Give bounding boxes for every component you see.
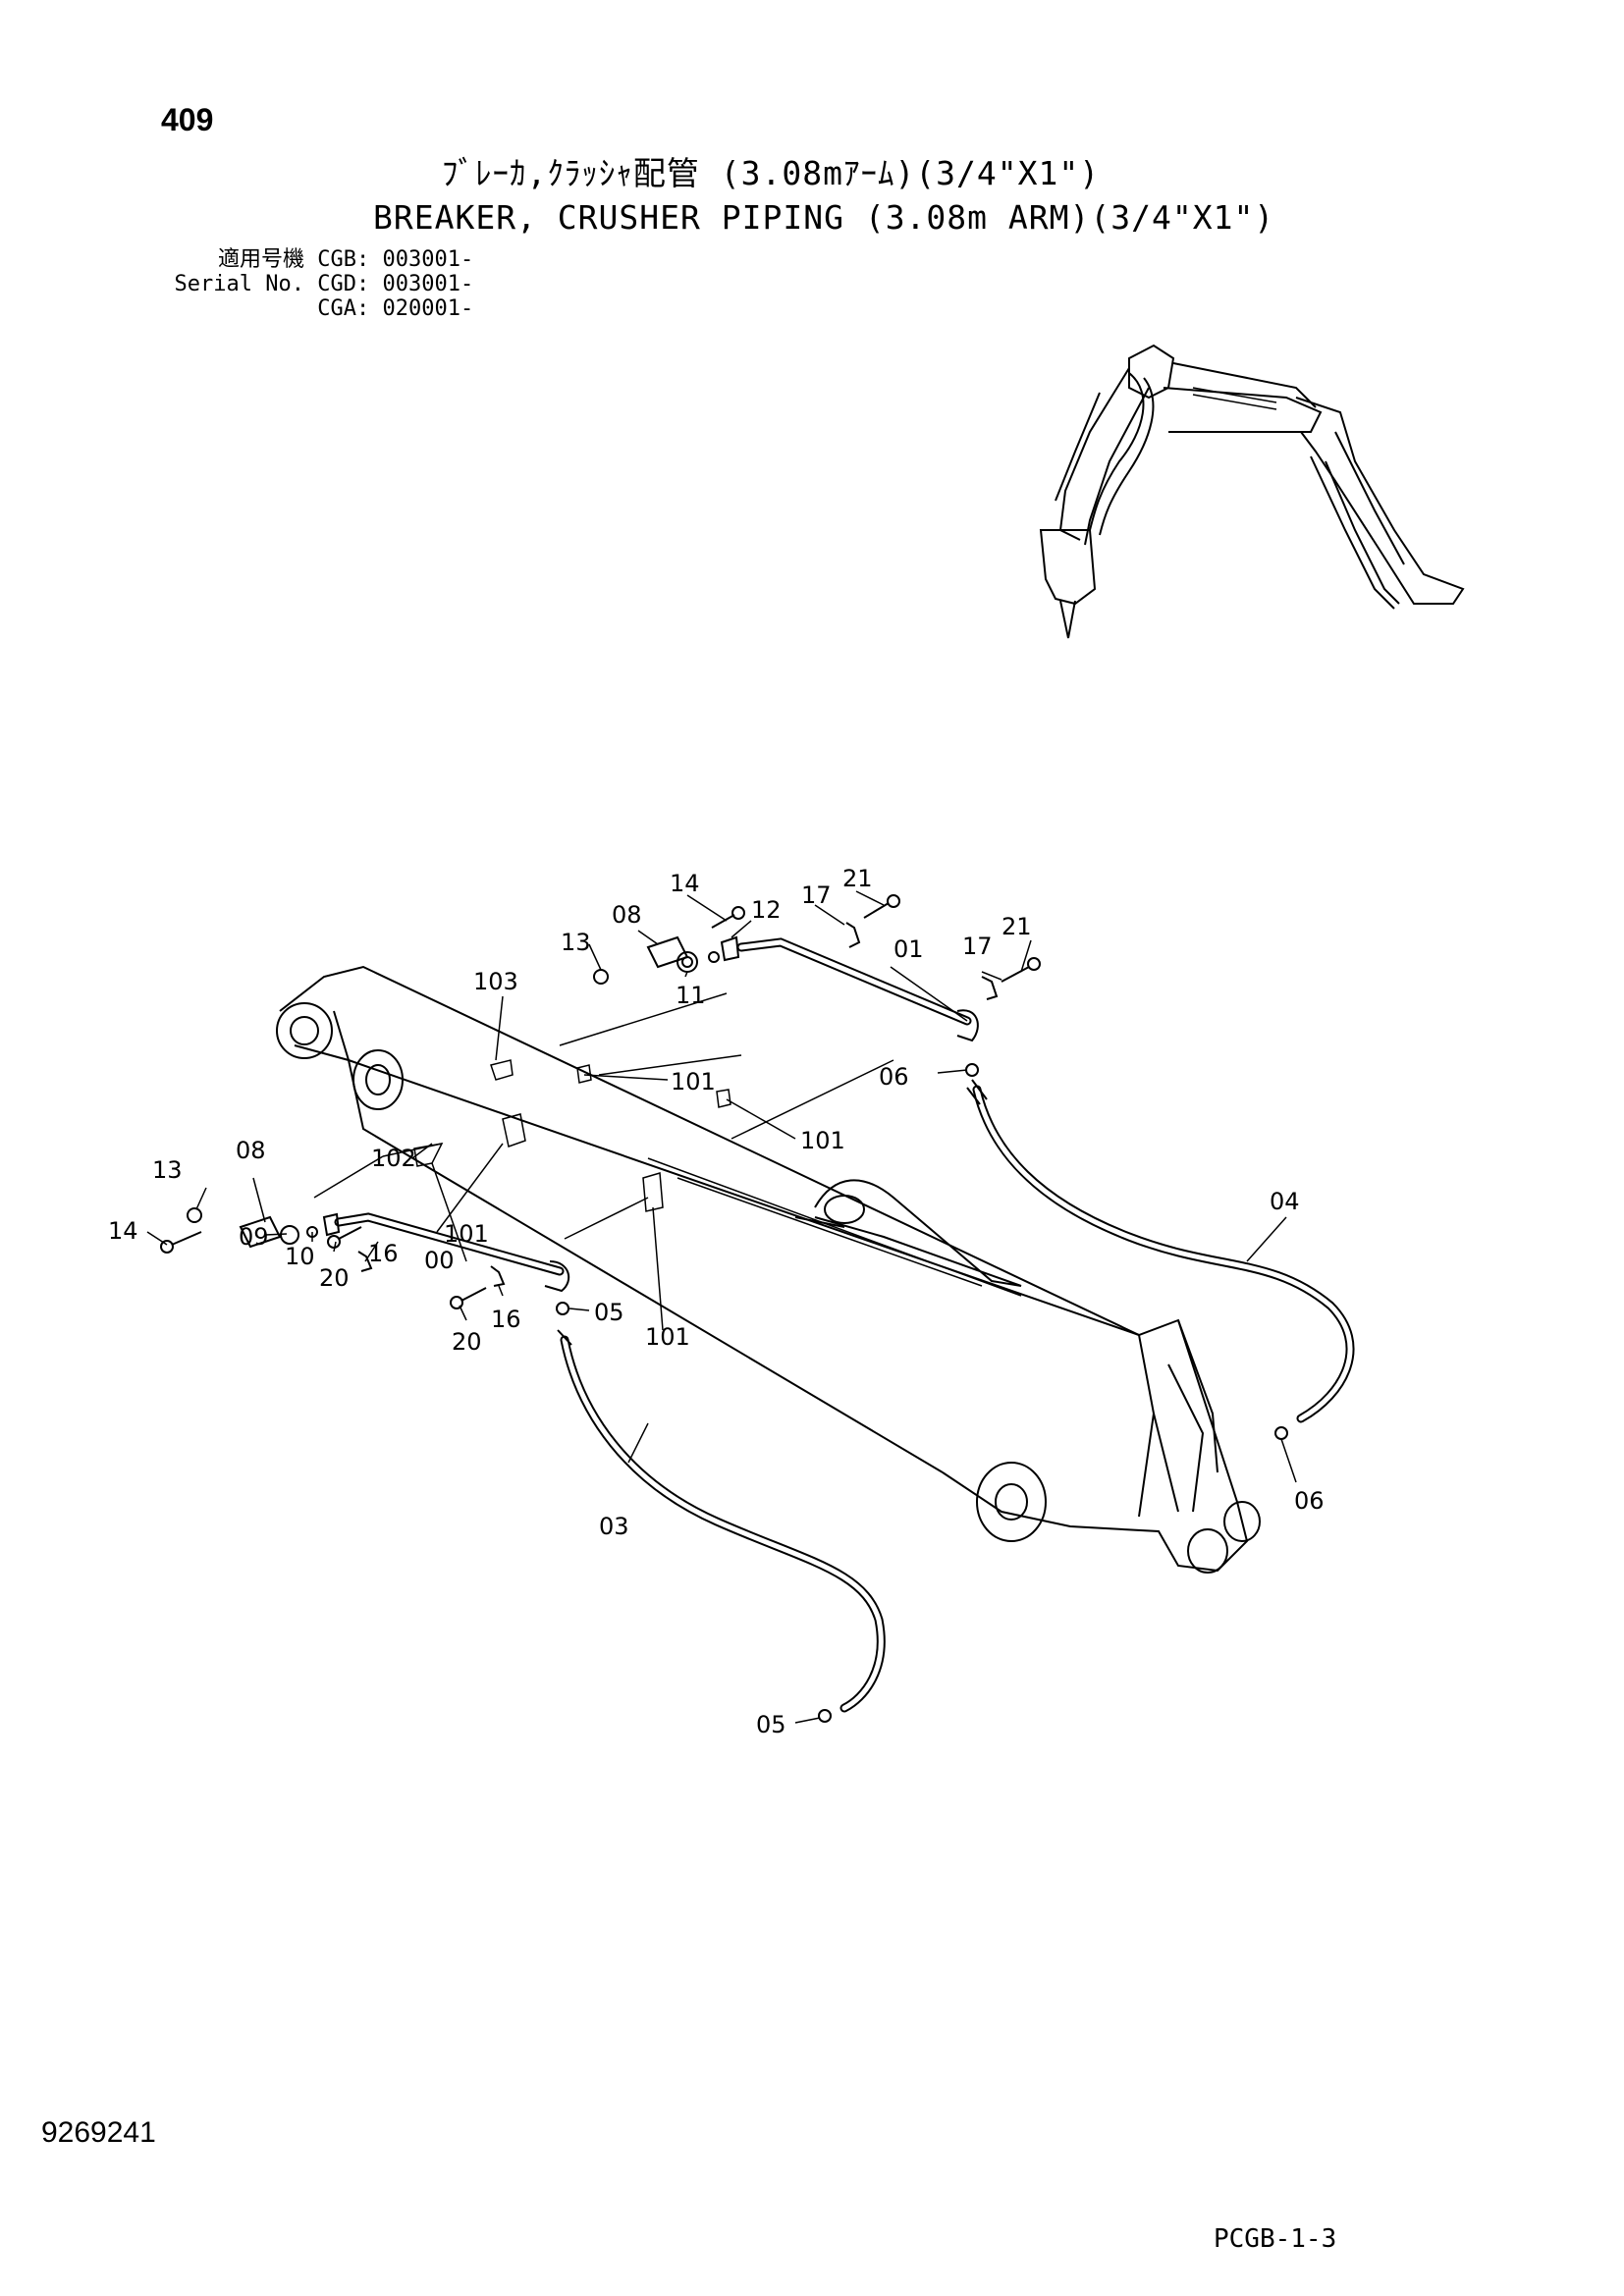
serial-range: 003001- <box>382 247 474 272</box>
serial-label: 適用号機 <box>217 247 304 272</box>
upper-pipe-assembly <box>646 922 999 1077</box>
callout-21: 21 <box>1001 913 1032 940</box>
serial-model: CGA: <box>317 296 370 321</box>
callout-03: 03 <box>599 1513 629 1540</box>
callout-14: 14 <box>670 870 700 897</box>
callout-16: 16 <box>491 1306 521 1333</box>
title-japanese: ﾌﾞﾚｰｶ,ｸﾗｯｼｬ配管 (3.08mｱｰﾑ)(3/4"X1") <box>442 154 1101 192</box>
callout-04: 04 <box>1270 1188 1300 1215</box>
page-code: PCGB-1-3 <box>1214 2224 1337 2254</box>
callout-05: 05 <box>594 1299 624 1326</box>
bolts <box>160 894 1041 1309</box>
serial-number-block: 適用号機 CGB: 003001- Serial No. CGD: 003001… <box>157 247 474 321</box>
callout-101: 101 <box>800 1127 845 1154</box>
serial-row: CGA: 020001- <box>157 296 473 321</box>
callout-09: 09 <box>239 1223 269 1251</box>
callout-00: 00 <box>424 1247 455 1274</box>
machine-overview-drawing <box>1039 344 1465 639</box>
callout-101: 101 <box>671 1068 716 1095</box>
lower-pipe-assembly <box>239 1212 570 1315</box>
serial-row: Serial No. CGD: 003001- <box>157 272 474 296</box>
callout-06: 06 <box>1294 1487 1325 1515</box>
hose-04 <box>966 1079 1355 1440</box>
callout-11: 11 <box>676 982 706 1009</box>
callout-10: 10 <box>285 1243 315 1270</box>
serial-model: CGB: <box>317 247 370 272</box>
serial-row: 適用号機 CGB: 003001- <box>157 247 473 272</box>
callout-05: 05 <box>756 1711 786 1738</box>
callout-08: 08 <box>612 901 642 929</box>
callout-21: 21 <box>842 865 873 892</box>
callout-13: 13 <box>561 929 591 956</box>
page-number: 409 <box>161 102 214 137</box>
callout-06: 06 <box>879 1063 909 1091</box>
hose-03 <box>557 1329 886 1723</box>
callout-01: 01 <box>893 935 924 963</box>
callout-17: 17 <box>962 933 993 960</box>
callout-13: 13 <box>152 1156 183 1184</box>
serial-model: CGD: <box>317 272 370 296</box>
serial-range: 003001- <box>382 272 474 296</box>
serial-range: 020001- <box>382 296 474 321</box>
callout-17: 17 <box>801 881 832 909</box>
arm-body <box>276 965 1261 1574</box>
document-code: 9269241 <box>41 2116 156 2149</box>
leader-lines <box>146 890 1297 1724</box>
serial-label: Serial No. <box>174 272 304 296</box>
callout-08: 08 <box>236 1137 266 1164</box>
callout-labels: 14 21 17 12 08 13 103 11 01 17 21 101 06… <box>108 865 1325 1738</box>
callout-14: 14 <box>108 1217 138 1245</box>
callout-102: 102 <box>371 1145 416 1172</box>
callout-101: 101 <box>645 1323 690 1351</box>
callout-20: 20 <box>452 1328 482 1356</box>
callout-101: 101 <box>444 1220 489 1248</box>
callout-12: 12 <box>751 896 782 924</box>
callout-20: 20 <box>319 1264 350 1292</box>
title-english: BREAKER, CRUSHER PIPING (3.08m ARM)(3/4"… <box>373 198 1275 237</box>
callout-16: 16 <box>368 1240 399 1267</box>
callout-103: 103 <box>473 968 518 995</box>
